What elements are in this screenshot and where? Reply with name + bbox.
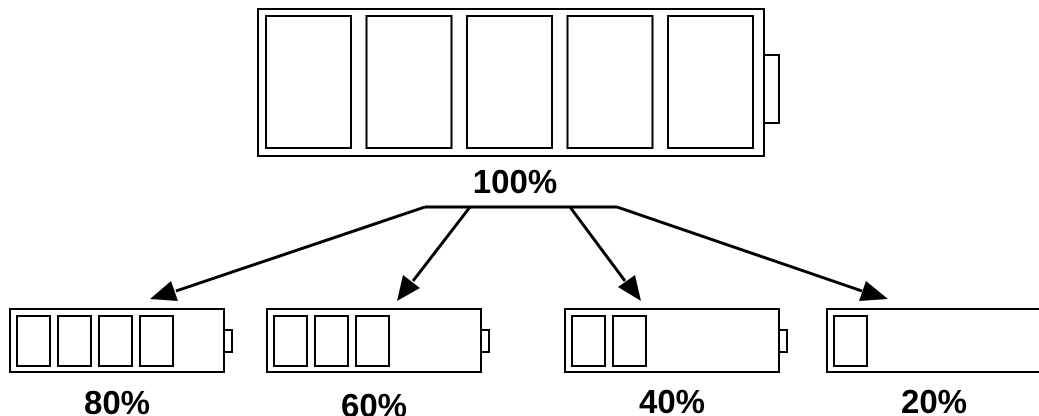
arrow-to-80 [150, 205, 426, 301]
battery-80-cell [139, 315, 174, 367]
battery-100-terminal [763, 54, 780, 124]
battery-60-cell [273, 315, 308, 367]
battery-60-cell [355, 315, 390, 367]
battery-100-cell [667, 15, 754, 149]
arrowhead-60-icon [397, 275, 420, 301]
battery-80-cell [57, 315, 92, 367]
battery-60-terminal [480, 329, 490, 353]
battery-100-cells [265, 15, 754, 149]
battery-60-label: 60% [341, 387, 407, 416]
battery-40 [564, 308, 788, 373]
battery-20-cells [833, 315, 868, 367]
arrow-to-60 [397, 206, 472, 301]
arrowhead-40-icon [618, 275, 641, 301]
battery-80-cell [98, 315, 133, 367]
battery-40-cell [571, 315, 606, 367]
battery-80-label: 80% [84, 384, 150, 416]
battery-100 [257, 8, 780, 157]
battery-40-label: 40% [639, 383, 705, 416]
battery-100-cell [265, 15, 352, 149]
battery-80-terminal [223, 329, 233, 353]
battery-40-cell [612, 315, 647, 367]
battery-40-terminal [778, 329, 788, 353]
battery-60 [266, 308, 490, 373]
arrow-to-40 [568, 206, 641, 301]
battery-100-cell [365, 15, 453, 149]
arrowhead-20-icon [859, 281, 888, 301]
battery-60-cell [314, 315, 349, 367]
battery-80-cells [16, 315, 174, 367]
battery-60-cells [273, 315, 390, 367]
arrowhead-80-icon [150, 281, 178, 301]
battery-100-cell [466, 15, 553, 149]
battery-20-label: 20% [901, 383, 967, 416]
battery-20 [826, 308, 1039, 373]
arrow-to-20 [616, 205, 888, 301]
battery-40-cells [571, 315, 647, 367]
battery-100-cell [566, 15, 654, 149]
battery-80-cell [16, 315, 51, 367]
battery-100-label: 100% [473, 163, 557, 200]
battery-20-cell [833, 315, 868, 367]
battery-80 [9, 308, 233, 373]
